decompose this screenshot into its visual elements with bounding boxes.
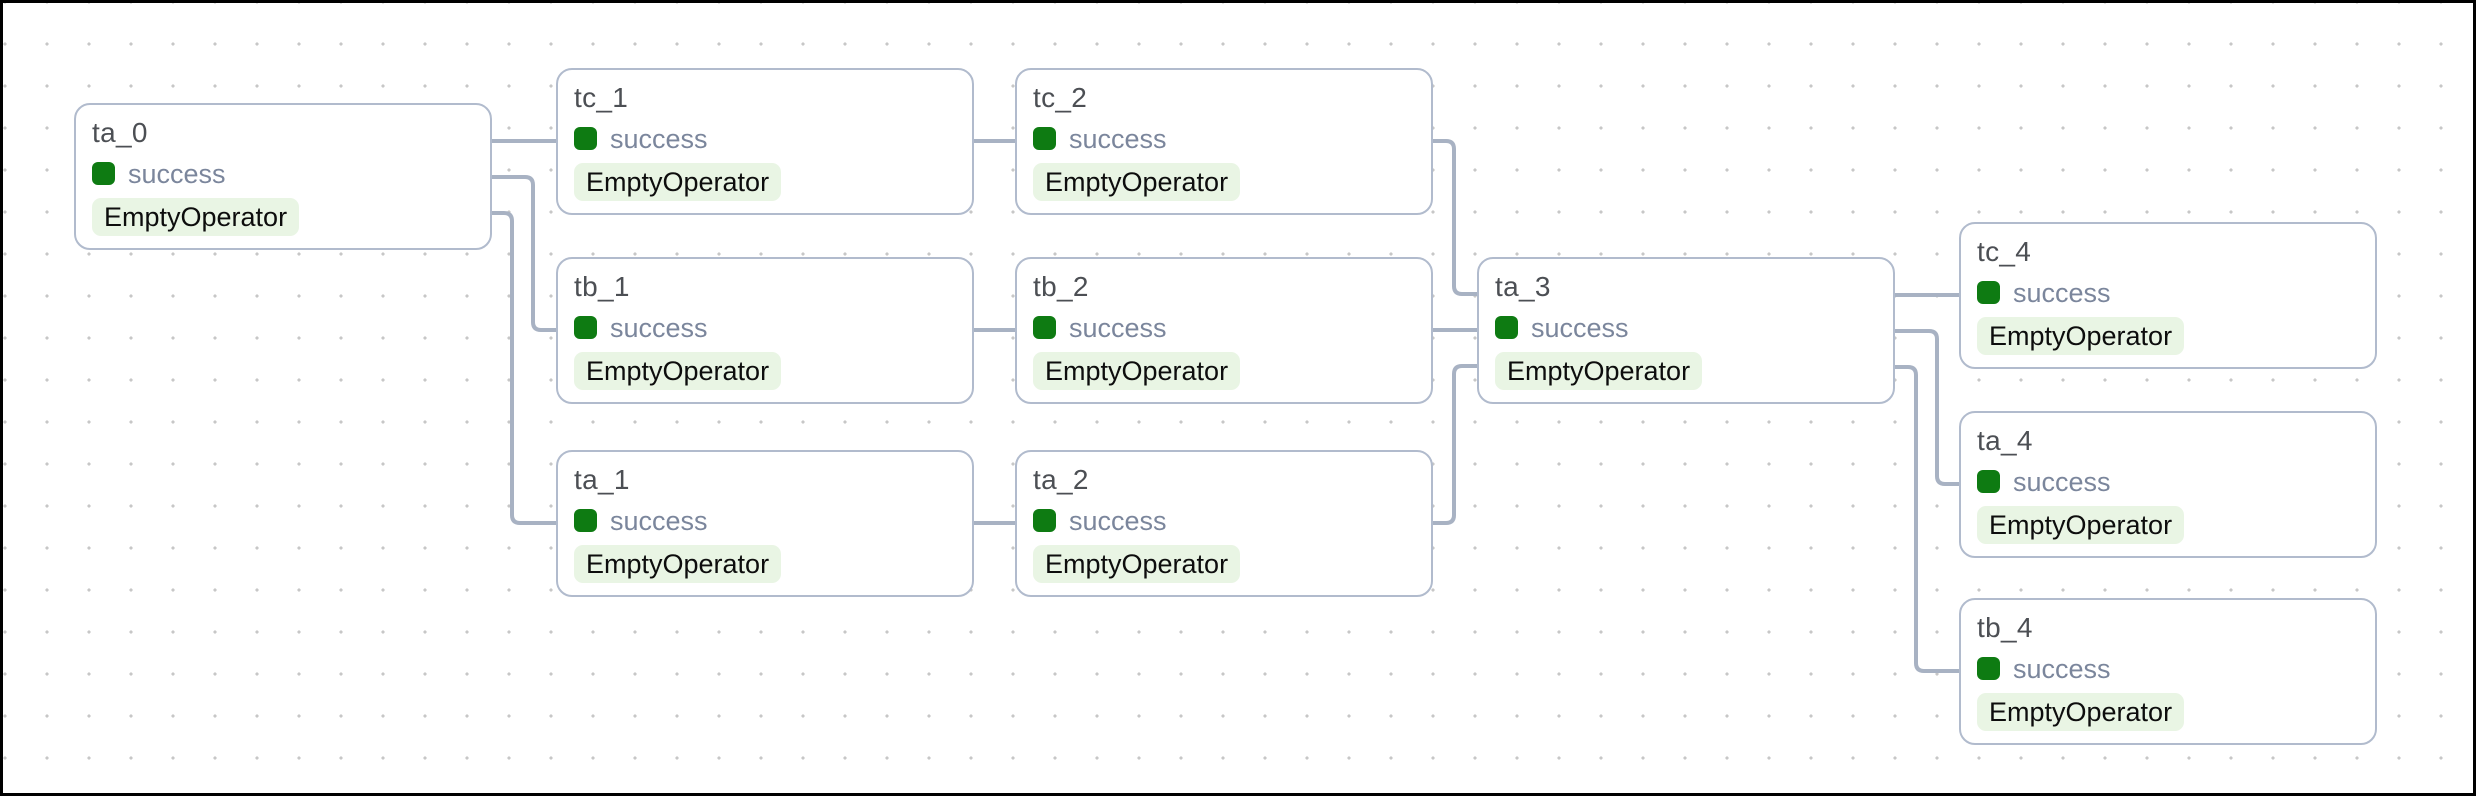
task-status-row: success bbox=[574, 506, 956, 536]
task-state-label: success bbox=[1531, 312, 1629, 343]
operator-pill: EmptyOperator bbox=[1977, 317, 2185, 355]
operator-pill-row: EmptyOperator bbox=[1977, 506, 2359, 544]
operator-pill-row: EmptyOperator bbox=[1033, 163, 1415, 201]
task-node-title: ta_3 bbox=[1495, 271, 1551, 302]
edge-ta_3-tb_4 bbox=[1895, 365, 1959, 673]
task-state-label: success bbox=[2013, 277, 2111, 308]
task-node-tb_1[interactable]: tb_1 success EmptyOperator bbox=[556, 257, 974, 404]
task-node-ta_4[interactable]: ta_4 success EmptyOperator bbox=[1959, 411, 2377, 558]
task-state-label: success bbox=[610, 123, 708, 154]
operator-pill: EmptyOperator bbox=[1977, 693, 2185, 731]
edge-ta_0-tb_1 bbox=[492, 175, 556, 332]
task-status-row: success bbox=[1033, 506, 1415, 536]
operator-pill: EmptyOperator bbox=[574, 545, 782, 583]
task-node-tc_2[interactable]: tc_2 success EmptyOperator bbox=[1015, 68, 1433, 215]
success-status-icon bbox=[1033, 316, 1056, 339]
edge-ta_2-ta_3 bbox=[1433, 364, 1477, 525]
edge-tc_2-ta_3 bbox=[1433, 139, 1477, 296]
success-status-icon bbox=[574, 127, 597, 150]
task-state-label: success bbox=[1069, 123, 1167, 154]
success-status-icon bbox=[1495, 316, 1518, 339]
operator-pill: EmptyOperator bbox=[574, 352, 782, 390]
operator-pill-row: EmptyOperator bbox=[1033, 352, 1415, 390]
task-node-title: ta_4 bbox=[1977, 425, 2033, 456]
success-status-icon bbox=[574, 316, 597, 339]
task-node-title: tc_1 bbox=[574, 82, 629, 113]
operator-pill: EmptyOperator bbox=[1033, 352, 1241, 390]
task-status-row: success bbox=[574, 313, 956, 343]
operator-pill-row: EmptyOperator bbox=[1033, 545, 1415, 583]
operator-pill-row: EmptyOperator bbox=[574, 352, 956, 390]
task-status-row: success bbox=[574, 124, 956, 154]
task-state-label: success bbox=[610, 312, 708, 343]
operator-pill-row: EmptyOperator bbox=[574, 163, 956, 201]
task-state-label: success bbox=[1069, 505, 1167, 536]
task-state-label: success bbox=[2013, 466, 2111, 497]
success-status-icon bbox=[1033, 509, 1056, 532]
task-status-row: success bbox=[1977, 654, 2359, 684]
task-node-ta_2[interactable]: ta_2 success EmptyOperator bbox=[1015, 450, 1433, 597]
task-node-title: tc_4 bbox=[1977, 236, 2032, 267]
task-node-title: ta_0 bbox=[92, 117, 148, 148]
task-status-row: success bbox=[92, 159, 474, 189]
success-status-icon bbox=[1033, 127, 1056, 150]
operator-pill: EmptyOperator bbox=[1033, 163, 1241, 201]
task-node-title: ta_1 bbox=[574, 464, 630, 495]
task-node-ta_1[interactable]: ta_1 success EmptyOperator bbox=[556, 450, 974, 597]
task-node-title: tb_2 bbox=[1033, 271, 1089, 302]
operator-pill-row: EmptyOperator bbox=[574, 545, 956, 583]
operator-pill: EmptyOperator bbox=[92, 198, 300, 236]
task-status-row: success bbox=[1495, 313, 1877, 343]
task-node-tb_2[interactable]: tb_2 success EmptyOperator bbox=[1015, 257, 1433, 404]
task-node-tc_1[interactable]: tc_1 success EmptyOperator bbox=[556, 68, 974, 215]
success-status-icon bbox=[1977, 281, 2000, 304]
task-state-label: success bbox=[2013, 653, 2111, 684]
task-state-label: success bbox=[1069, 312, 1167, 343]
task-node-title: ta_2 bbox=[1033, 464, 1089, 495]
task-status-row: success bbox=[1977, 278, 2359, 308]
success-status-icon bbox=[1977, 657, 2000, 680]
task-status-row: success bbox=[1033, 124, 1415, 154]
task-status-row: success bbox=[1977, 467, 2359, 497]
operator-pill-row: EmptyOperator bbox=[1977, 693, 2359, 731]
success-status-icon bbox=[1977, 470, 2000, 493]
task-node-title: tc_2 bbox=[1033, 82, 1088, 113]
task-node-ta_0[interactable]: ta_0 success EmptyOperator bbox=[74, 103, 492, 250]
success-status-icon bbox=[92, 162, 115, 185]
task-state-label: success bbox=[128, 158, 226, 189]
edge-ta_3-ta_4 bbox=[1895, 329, 1959, 486]
operator-pill-row: EmptyOperator bbox=[1977, 317, 2359, 355]
task-state-label: success bbox=[610, 505, 708, 536]
operator-pill: EmptyOperator bbox=[1033, 545, 1241, 583]
edge-ta_0-ta_1 bbox=[492, 211, 556, 525]
operator-pill-row: EmptyOperator bbox=[92, 198, 474, 236]
operator-pill-row: EmptyOperator bbox=[1495, 352, 1877, 390]
task-status-row: success bbox=[1033, 313, 1415, 343]
task-node-title: tb_1 bbox=[574, 271, 630, 302]
success-status-icon bbox=[574, 509, 597, 532]
task-node-title: tb_4 bbox=[1977, 612, 2033, 643]
task-node-tc_4[interactable]: tc_4 success EmptyOperator bbox=[1959, 222, 2377, 369]
operator-pill: EmptyOperator bbox=[1495, 352, 1703, 390]
operator-pill: EmptyOperator bbox=[574, 163, 782, 201]
task-node-tb_4[interactable]: tb_4 success EmptyOperator bbox=[1959, 598, 2377, 745]
task-node-ta_3[interactable]: ta_3 success EmptyOperator bbox=[1477, 257, 1895, 404]
operator-pill: EmptyOperator bbox=[1977, 506, 2185, 544]
